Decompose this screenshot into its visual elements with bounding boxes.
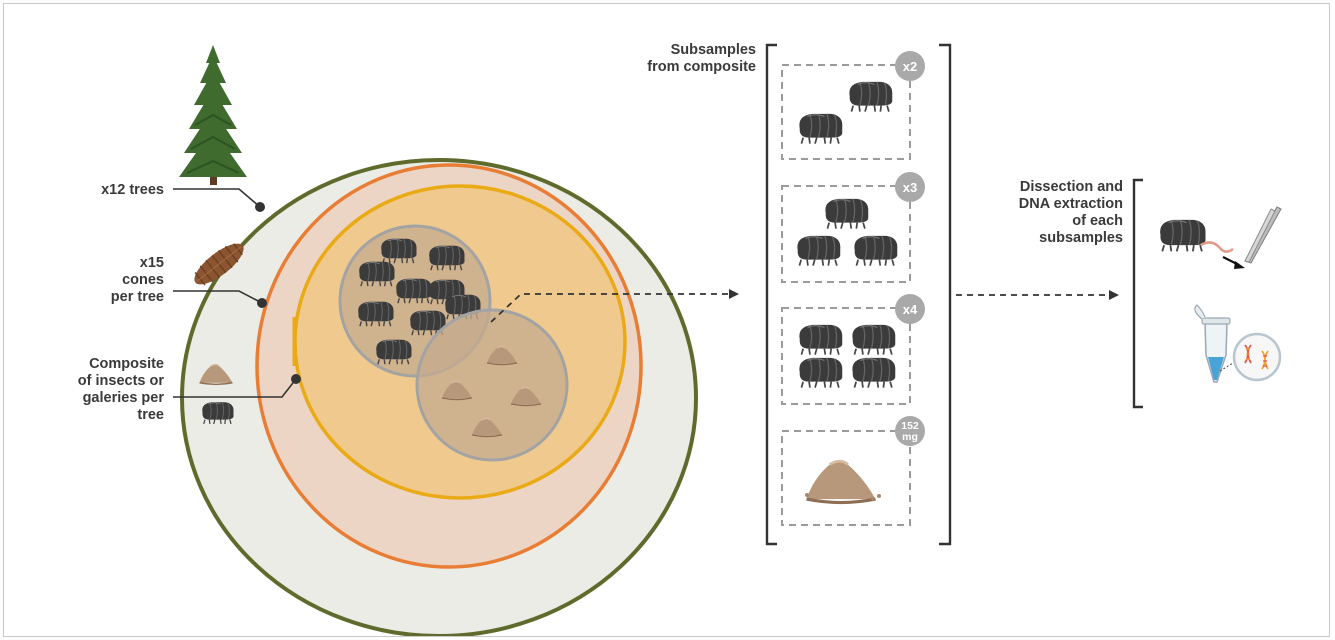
label-composite-2: of insects or [78,373,165,389]
subsample-box-x4: x4 [782,294,925,404]
subsample-box-x2: x2 [782,51,925,159]
dissection-label-1: Dissection and [1020,179,1123,195]
subsamples-header-1: Subsamples [671,42,756,58]
subsample-box-x3: x3 [782,172,925,282]
badge-x3-label: x3 [903,180,917,195]
subsample-box-152mg: 152 mg [782,416,925,525]
figure-frame: x12 trees x15 cones per tree Composite o… [3,3,1330,637]
badge-x2-label: x2 [903,59,917,74]
label-cones-1: x15 [140,255,164,271]
microtube-icon [1195,305,1233,382]
gallery-composite-circle [417,310,567,460]
label-cones-3: per tree [111,289,164,305]
arrow-to-dissection [956,290,1119,300]
dissected-beetle-icon [1160,220,1233,252]
dissection-label-3: of each [1072,213,1123,229]
dissection-label-4: subsamples [1039,230,1123,246]
label-composite-4: tree [137,407,164,423]
spruce-tree-icon [179,45,247,185]
workflow-diagram: x12 trees x15 cones per tree Composite o… [4,4,1330,637]
badge-152mg-unit: mg [902,431,918,443]
label-composite-1: Composite [89,356,164,372]
subsamples-bracket [767,45,950,544]
dissection-label-2: DNA extraction [1019,196,1123,212]
label-cones-2: cones [122,272,164,288]
badge-x4-label: x4 [903,302,918,317]
label-composite-3: galeries per [83,390,165,406]
tweezers-icon [1223,207,1281,269]
dna-magnifier-icon [1234,334,1280,380]
label-trees: x12 trees [101,182,164,198]
dissection-bracket [1134,180,1143,407]
subsamples-header-2: from composite [647,59,756,75]
